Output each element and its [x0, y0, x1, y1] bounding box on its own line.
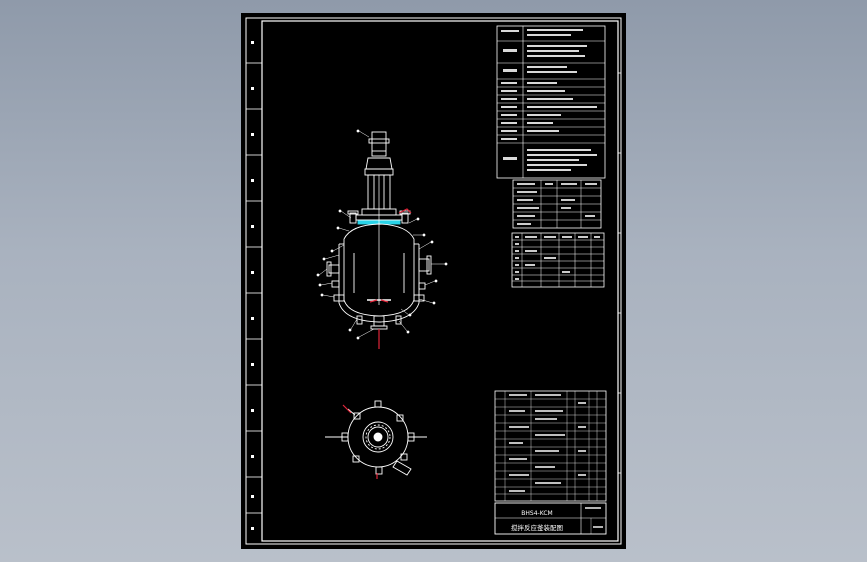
zone-ticks-left [246, 62, 262, 514]
drawing-title: 搅拌反应釜装配图 [511, 523, 563, 532]
title-block: ВHS4-KCM 搅拌反应釜装配图 [494, 502, 607, 535]
drawing-code: ВHS4-KCM [521, 510, 552, 517]
reactor-red-accents [369, 208, 412, 349]
tech-requirements-table [496, 25, 606, 179]
zone-marks-left [251, 41, 254, 530]
zone-ticks-right [618, 72, 621, 474]
inner-frame [261, 20, 619, 542]
parts-list [494, 390, 607, 502]
top-view-red-accents [342, 404, 378, 479]
cad-drawing: ВHS4-KCM 搅拌反应釜装配图 [245, 17, 622, 545]
design-data-table [512, 179, 602, 229]
drawing-sheet: ВHS4-KCM 搅拌反应釜装配图 [241, 13, 626, 549]
outer-frame [245, 17, 622, 545]
reactor-top-view [325, 400, 427, 476]
nozzle-table [511, 232, 605, 288]
reactor-elevation [326, 131, 432, 330]
elevation-callouts [316, 129, 448, 340]
